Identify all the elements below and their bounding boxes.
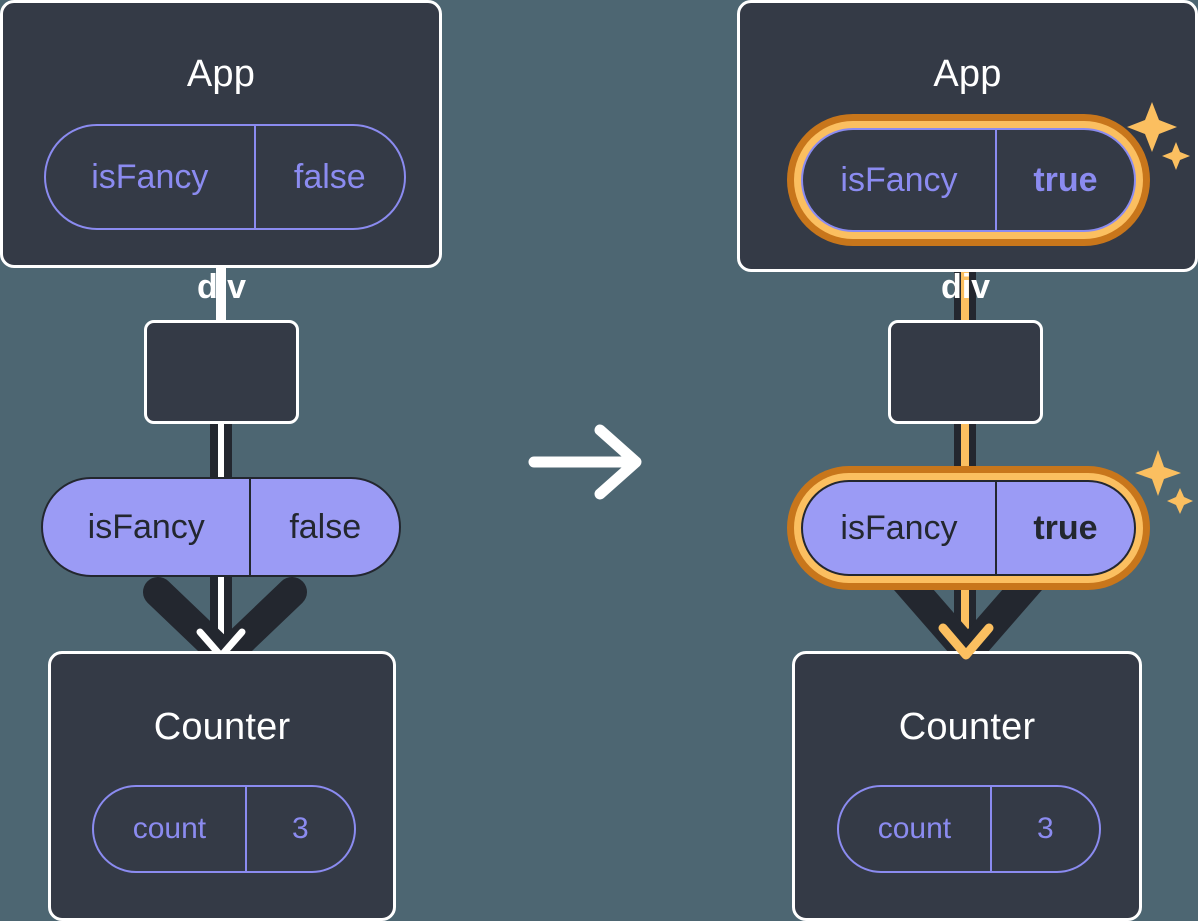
state-pill-isfancy-app-before: isFancy false [44,124,406,230]
sparkle-icon [1162,142,1190,170]
edge-stroke [216,258,226,324]
prop-name: isFancy [87,507,205,546]
element-label-div-before: div [196,268,247,306]
component-card-counter-after: Counter count 3 [792,651,1142,921]
sparkle-icon [1167,488,1193,514]
sparkle-group-prop-after [1134,446,1198,530]
card-title-counter: Counter [898,706,1036,748]
prop-value: false [249,479,399,575]
component-card-counter-before: Counter count 3 [48,651,396,921]
prop-value: true [994,482,1134,574]
element-label-div-after: div [940,268,991,306]
highlight-ring-app-after: isFancy true [787,114,1150,246]
prop-pill-isfancy-before: isFancy false [41,477,401,577]
state-name: isFancy [91,157,209,196]
card-title-app: App [186,53,256,95]
state-value: 3 [989,787,1099,871]
highlight-ring-prop-after: isFancy true [787,466,1150,590]
state-value: 3 [244,787,354,871]
prop-name: isFancy [840,508,958,547]
state-pill-count-before: count 3 [92,785,356,873]
state-pill-isfancy-app-after: isFancy true [801,128,1136,232]
card-title-counter: Counter [153,706,291,748]
state-pill-count-after: count 3 [837,785,1101,873]
edge-app-to-div-before [216,258,226,324]
arrow-tip-orange-after [930,598,1002,668]
sparkle-group-app-after [1126,98,1198,188]
prop-pill-isfancy-after: isFancy true [801,480,1136,576]
element-card-div-before [144,320,299,424]
edge-core [961,240,969,330]
state-name: count [132,812,207,845]
component-card-app-before: App isFancy false [0,0,442,268]
state-value: false [253,126,404,228]
sparkle-icon [1127,102,1177,152]
state-name: count [877,812,952,845]
sparkle-icon [1135,450,1181,496]
transition-arrow-right-icon [528,424,648,500]
element-card-div-after [888,320,1043,424]
card-title-app: App [933,53,1002,95]
state-name: isFancy [840,160,958,199]
state-value: true [994,130,1134,230]
